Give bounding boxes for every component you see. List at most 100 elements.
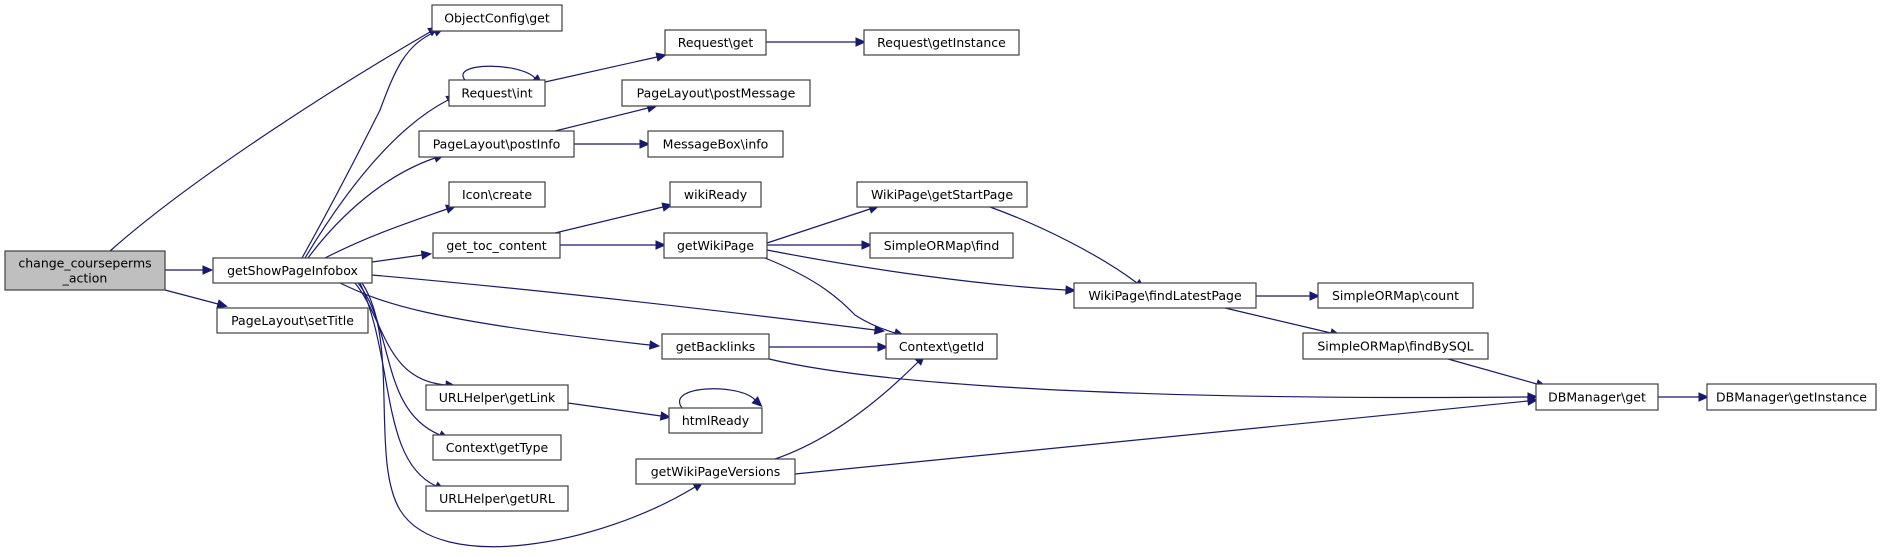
- node-label: getBacklinks: [676, 339, 756, 354]
- arrowhead-icon: [751, 396, 763, 407]
- node-DBManagerGetInstance[interactable]: DBManager\getInstance: [1706, 383, 1877, 411]
- node-box: [448, 181, 546, 208]
- node-box: [1302, 332, 1489, 360]
- node-label: wikiReady: [684, 187, 748, 202]
- arrowhead-icon: [639, 139, 651, 149]
- node-root[interactable]: change_courseperms_action: [4, 250, 166, 291]
- edge-getShowPageInfobox-to-ContextGetId: [371, 274, 886, 335]
- arrowhead-icon: [661, 202, 673, 212]
- node-label: PageLayout\postMessage: [637, 86, 796, 101]
- edge-line: [766, 208, 871, 244]
- node-label: Request\get: [678, 35, 754, 50]
- edge-line: [768, 358, 1529, 399]
- node-SimpleORMapCount[interactable]: SimpleORMap\count: [1317, 282, 1474, 309]
- arrowhead-icon: [877, 342, 889, 352]
- edge-line: [678, 388, 756, 409]
- node-SimpleORMapFind[interactable]: SimpleORMap\find: [869, 232, 1014, 259]
- node-postInfo[interactable]: PageLayout\postInfo: [418, 130, 575, 158]
- node-label: _action: [62, 271, 108, 286]
- node-label: htmlReady: [682, 413, 750, 428]
- node-box: [661, 333, 770, 360]
- node-box: [432, 232, 561, 259]
- node-label: URLHelper\getURL: [439, 491, 555, 506]
- edge-root-to-setTitle: [164, 289, 228, 309]
- node-setTitle[interactable]: PageLayout\setTitle: [216, 307, 369, 334]
- node-RequestInt[interactable]: Request\int: [448, 79, 546, 107]
- node-findBySQL[interactable]: SimpleORMap\findBySQL: [1302, 332, 1489, 360]
- node-box: [635, 458, 796, 485]
- arrowhead-icon: [1698, 392, 1710, 402]
- arrowhead-icon: [855, 37, 867, 47]
- node-DBManagerGet[interactable]: DBManager\get: [1535, 383, 1659, 411]
- node-box: [432, 434, 562, 461]
- arrowhead-icon: [420, 250, 433, 260]
- node-box: [664, 29, 767, 56]
- edge-line: [567, 402, 662, 417]
- node-label: WikiPage\findLatestPage: [1088, 288, 1242, 303]
- node-box: [647, 130, 784, 158]
- node-box: [1073, 282, 1257, 309]
- node-getShowPageInfobox[interactable]: getShowPageInfobox: [212, 257, 373, 284]
- node-box: [1535, 383, 1659, 411]
- node-RequestGetInstance[interactable]: Request\getInstance: [863, 29, 1020, 56]
- arrowhead-icon: [1309, 291, 1321, 301]
- node-label: Icon\create: [462, 187, 532, 202]
- edge-findLatestPage-to-SimpleORMapCount: [1256, 291, 1321, 301]
- node-MessageBoxInfo[interactable]: MessageBox\info: [647, 130, 784, 158]
- node-box: [663, 232, 768, 259]
- node-wikiReady[interactable]: wikiReady: [669, 181, 762, 208]
- node-box: [448, 79, 546, 107]
- edge-getWikiPageVersions-to-DBManagerGet: [794, 396, 1539, 475]
- node-box: [425, 384, 569, 411]
- node-ObjectConfigGet[interactable]: ObjectConfig\get: [431, 4, 563, 32]
- node-label: SimpleORMap\count: [1332, 288, 1459, 303]
- node-URLHelperGetURL[interactable]: URLHelper\getURL: [425, 485, 569, 512]
- node-getBacklinks[interactable]: getBacklinks: [661, 333, 770, 360]
- node-getStartPage[interactable]: WikiPage\getStartPage: [856, 181, 1028, 208]
- arrowhead-icon: [655, 52, 667, 62]
- edge-getBacklinks-to-ContextGetId: [769, 342, 889, 352]
- nodes-layer: change_courseperms_action getShowPageInfo…: [4, 4, 1877, 512]
- node-postMessage[interactable]: PageLayout\postMessage: [621, 79, 811, 107]
- node-ContextGetType[interactable]: Context\getType: [432, 434, 562, 461]
- node-htmlReady[interactable]: htmlReady: [668, 407, 763, 434]
- node-getWikiPage[interactable]: getWikiPage: [663, 232, 768, 259]
- edge-line: [774, 361, 919, 460]
- node-label: MessageBox\info: [663, 137, 769, 152]
- edge-line: [794, 400, 1529, 475]
- edge-line: [544, 56, 658, 83]
- node-label: get_toc_content: [446, 238, 546, 253]
- node-RequestGet[interactable]: Request\get: [664, 29, 767, 56]
- edge-postInfo-to-MessageBoxInfo: [574, 139, 651, 149]
- node-label: change_courseperms: [18, 256, 151, 271]
- edge-getWikiPage-to-getStartPage: [766, 204, 880, 244]
- node-getWikiPageVersions[interactable]: getWikiPageVersions: [635, 458, 796, 485]
- edge-line: [304, 99, 449, 259]
- node-findLatestPage[interactable]: WikiPage\findLatestPage: [1073, 282, 1257, 309]
- node-IconCreate[interactable]: Icon\create: [448, 181, 546, 208]
- edge-line: [324, 208, 448, 259]
- node-label: DBManager\getInstance: [1716, 390, 1867, 405]
- node-getTocContent[interactable]: get_toc_content: [432, 232, 561, 259]
- edge-line: [339, 282, 651, 346]
- node-box: [668, 407, 763, 434]
- arrowhead-icon: [216, 299, 228, 309]
- edge-line: [301, 31, 436, 259]
- edge-getWikiPageVersions-to-ContextGetId: [774, 354, 926, 460]
- edge-getShowPageInfobox-to-postInfo: [307, 153, 445, 259]
- edge-getShowPageInfobox-to-getTocContent: [371, 250, 433, 263]
- node-ContextGetId[interactable]: Context\getId: [885, 333, 998, 360]
- edge-getShowPageInfobox-to-getBacklinks: [339, 282, 661, 350]
- node-label: SimpleORMap\find: [884, 238, 1000, 253]
- node-box: [1706, 383, 1877, 411]
- node-URLHelperGetLink[interactable]: URLHelper\getLink: [425, 384, 569, 411]
- edge-line: [1224, 307, 1332, 334]
- edge-line: [371, 254, 423, 263]
- node-label: PageLayout\postInfo: [433, 137, 561, 152]
- edge-DBManagerGet-to-DBManagerGetInstance: [1658, 392, 1710, 402]
- node-label: getWikiPageVersions: [651, 464, 781, 479]
- arrowhead-icon: [1527, 396, 1539, 406]
- node-box: [216, 307, 369, 334]
- node-label: PageLayout\setTitle: [231, 313, 354, 328]
- node-box: [418, 130, 575, 158]
